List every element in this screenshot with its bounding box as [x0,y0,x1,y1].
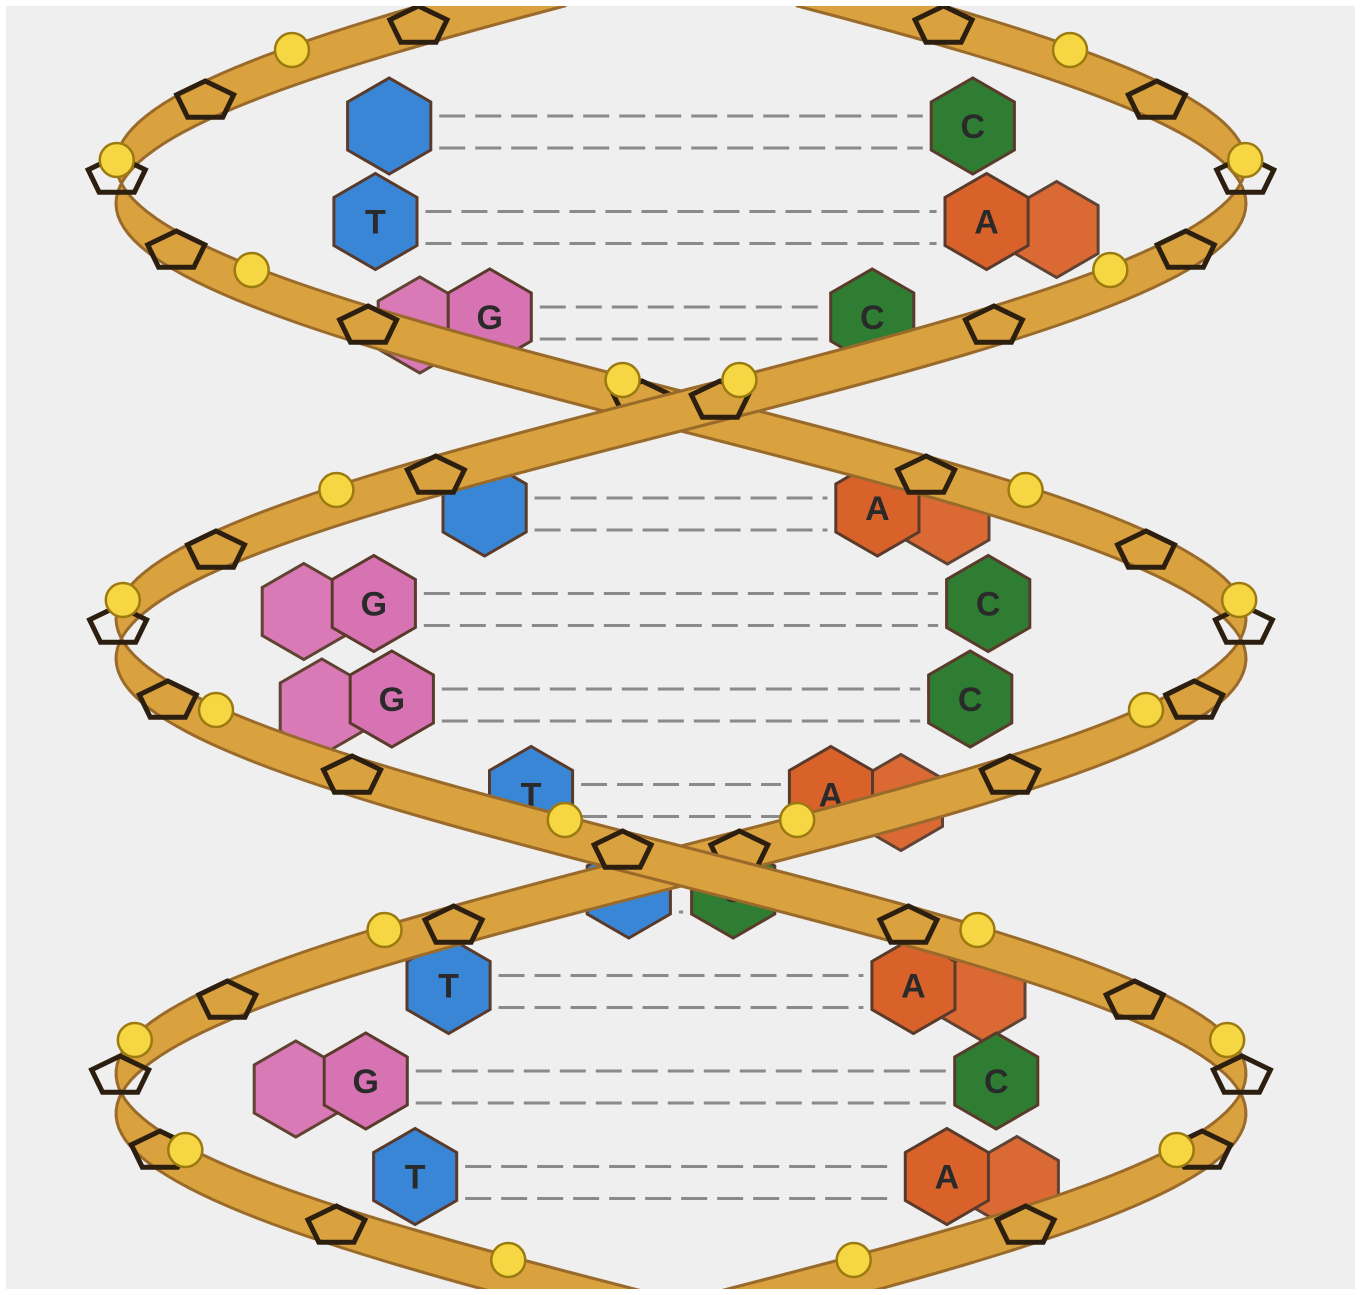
phosphate-bead [319,473,353,507]
phosphate-bead [199,693,233,727]
phosphate-bead [118,1023,152,1057]
base-letter: C [958,681,983,719]
phosphate-bead [106,583,140,617]
phosphate-bead [960,913,994,947]
base-letter: T [438,968,459,1006]
base-letter: A [901,968,926,1006]
nucleotide-base-right-5: C [947,556,1030,652]
base-letter: C [984,1063,1009,1101]
dna-helix-figure: CTAGCAGCGCTACTAGCTA [6,6,1355,1289]
base-letter: G [379,681,405,719]
base-letter: C [961,108,986,146]
base-letter: T [405,1159,426,1197]
phosphate-bead [1093,253,1127,287]
phosphate-bead [722,363,756,397]
phosphate-bead [1053,33,1087,67]
phosphate-bead [235,253,269,287]
base-letter: C [860,299,885,337]
base-letter: G [361,586,387,624]
phosphate-bead [100,143,134,177]
phosphate-bead [1210,1023,1244,1057]
phosphate-bead [275,33,309,67]
phosphate-bead [837,1243,871,1277]
phosphate-bead [1009,473,1043,507]
nucleotide-base-left-11: T [374,1129,457,1225]
phosphate-bead [1228,143,1262,177]
phosphate-bead [368,913,402,947]
base-letter: G [477,299,503,337]
base-letter: C [976,586,1001,624]
phosphate-bead [1222,583,1256,617]
nucleotide-base-left-1: T [334,174,417,270]
phosphate-bead [491,1243,525,1277]
base-letter: G [353,1063,379,1101]
nucleotide-base-right-10: C [955,1033,1038,1129]
base-letter: A [865,490,890,528]
phosphate-bead [1160,1133,1194,1167]
nucleotide-base-left-hidden-0 [348,78,431,174]
base-ring [348,78,431,174]
nucleotide-base-right-1: A [945,174,1098,278]
base-letter: A [974,204,999,242]
nucleotide-base-left-10: G [254,1033,407,1137]
phosphate-bead [548,803,582,837]
nucleotide-base-right-0: C [931,78,1014,174]
dna-helix-svg: CTAGCAGCGCTACTAGCTA [6,6,1355,1289]
phosphate-bead [780,803,814,837]
phosphate-bead [606,363,640,397]
phosphate-bead [1129,693,1163,727]
phosphate-bead [168,1133,202,1167]
base-letter: T [365,204,386,242]
nucleotide-base-left-5: G [262,556,415,660]
base-letter: A [935,1159,960,1197]
nucleotide-base-right-6: C [929,651,1012,747]
